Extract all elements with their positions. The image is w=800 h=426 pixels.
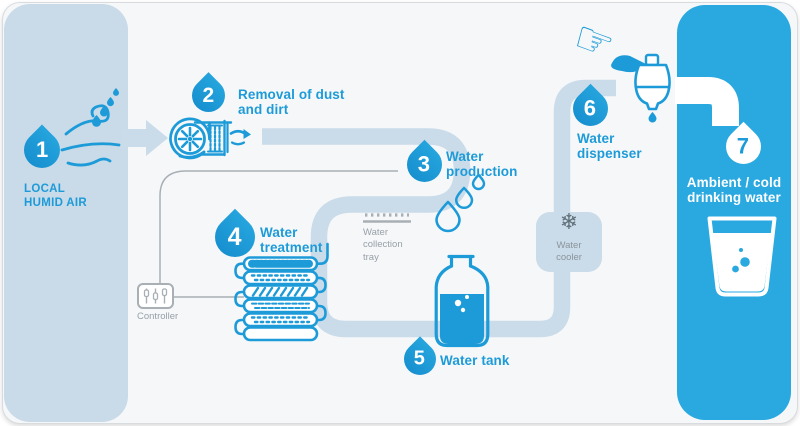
water-cooler-box [536,212,602,272]
cooler-label-line2: cooler [556,252,582,264]
step-3-label-line2: production [446,164,518,180]
humid-air-panel [4,4,128,422]
water-cooler-label: Water cooler [536,240,602,265]
step-7-number: 7 [737,133,750,159]
wind-icon [60,88,121,167]
step-1-label-line2: HUMID AIR [24,197,87,210]
step-4-label-line2: treatment [260,240,323,256]
step-4-label-line1: Water [260,225,298,240]
step-2-label: Removal of dust and dirt [238,87,345,117]
step-2-label-line1: Removal of dust [238,87,345,102]
cooler-label-line1: Water [556,240,582,251]
step-6-number: 6 [584,95,597,121]
controller-icon [137,283,174,309]
step-2-label-line2: and dirt [238,102,289,118]
collection-tray-label: Water collection tray [363,227,403,264]
water-glass-icon [707,216,777,297]
process-flow-band [122,79,616,338]
step-4-label: Water treatment [260,225,322,255]
step-1-label-line1: LOCAL [24,183,66,195]
production-drops-icon [435,173,486,233]
step-1-number: 1 [35,137,49,162]
step-6-label: Water dispenser [577,131,642,161]
controller-label: Controller [137,311,179,322]
step-1-label: LOCAL HUMID AIR [24,182,87,210]
flow-arrow-icon [122,120,168,156]
step-6-label-line1: Water [577,131,615,146]
step-7-label-line2: drinking water [687,190,781,206]
step-7-label: Ambient / cold drinking water [677,175,791,205]
collection-tray-icon [363,213,411,223]
drinking-water-panel [677,5,791,420]
step-3-number: 3 [418,151,431,177]
step-3-label: Water production [446,149,518,179]
snowflake-icon: ❄ [559,210,579,235]
dispense-pipe [675,77,739,126]
step-5-label: Water tank [440,353,510,368]
step-7-label-line1: Ambient / cold [686,175,782,190]
step-4-number: 4 [228,222,242,251]
tray-label-line1: Water [363,227,388,238]
step-2-number: 2 [202,83,215,107]
tray-label-line3: tray [363,251,379,263]
fan-filter-icon [169,117,251,160]
tap-icon [611,53,671,123]
step-3-label-line1: Water [446,149,484,164]
step-5-label-line1: Water tank [440,353,510,368]
filter-stack-icon [234,242,329,342]
controller-connection-lines [159,170,398,298]
tray-label-line2: collection [363,239,403,251]
step-5-number: 5 [414,347,426,370]
water-tank-icon [434,254,490,348]
step-6-label-line2: dispenser [577,146,642,162]
